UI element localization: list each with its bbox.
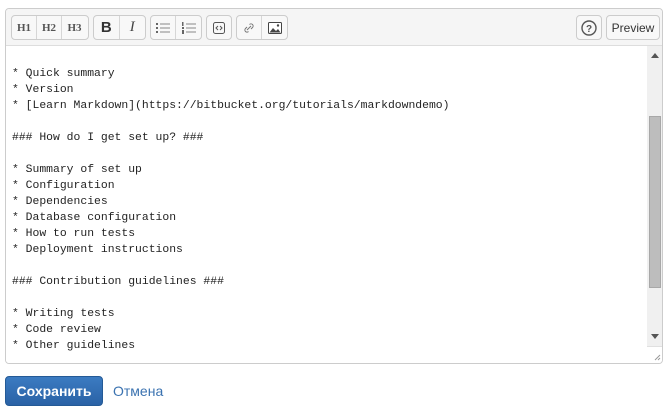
resize-grip-icon: [654, 354, 661, 361]
list-button-group: [150, 15, 202, 40]
heading-button-group: H1 H2 H3: [11, 15, 89, 40]
scroll-down-arrow-icon[interactable]: [647, 331, 662, 341]
svg-text:?: ?: [586, 24, 592, 35]
resize-handle[interactable]: [647, 346, 662, 363]
scrollbar-thumb[interactable]: [649, 116, 661, 288]
cancel-link[interactable]: Отмена: [113, 383, 164, 399]
scroll-up-arrow-icon[interactable]: [647, 50, 662, 60]
code-icon: [213, 21, 225, 34]
markdown-textarea[interactable]: * Quick summary * Version * [Learn Markd…: [6, 46, 647, 363]
format-button-group: B I: [93, 15, 146, 40]
insert-button-group: [236, 15, 288, 40]
ordered-list-icon: [181, 21, 196, 34]
save-button[interactable]: Сохранить: [5, 376, 103, 406]
markdown-editor: H1 H2 H3 B I: [5, 8, 663, 364]
image-button[interactable]: [262, 16, 287, 39]
help-icon: ?: [581, 19, 597, 36]
h2-button[interactable]: H2: [37, 16, 62, 39]
editor-toolbar: H1 H2 H3 B I: [6, 9, 662, 46]
preview-button[interactable]: Preview: [606, 15, 660, 40]
bold-button[interactable]: B: [94, 16, 120, 39]
code-button[interactable]: [207, 16, 231, 39]
code-button-group: [206, 15, 232, 40]
editor-content: * Quick summary * Version * [Learn Markd…: [12, 68, 450, 352]
unordered-list-icon: [156, 22, 170, 33]
help-button[interactable]: ?: [576, 15, 602, 40]
link-icon: [244, 22, 254, 33]
unordered-list-button[interactable]: [151, 16, 176, 39]
image-icon: [267, 21, 282, 34]
link-button[interactable]: [237, 16, 262, 39]
h3-button[interactable]: H3: [67, 21, 82, 34]
italic-button[interactable]: I: [129, 19, 135, 35]
ordered-list-button[interactable]: [176, 16, 201, 39]
h1-button[interactable]: H1: [12, 16, 37, 39]
vertical-scrollbar[interactable]: [647, 46, 662, 346]
